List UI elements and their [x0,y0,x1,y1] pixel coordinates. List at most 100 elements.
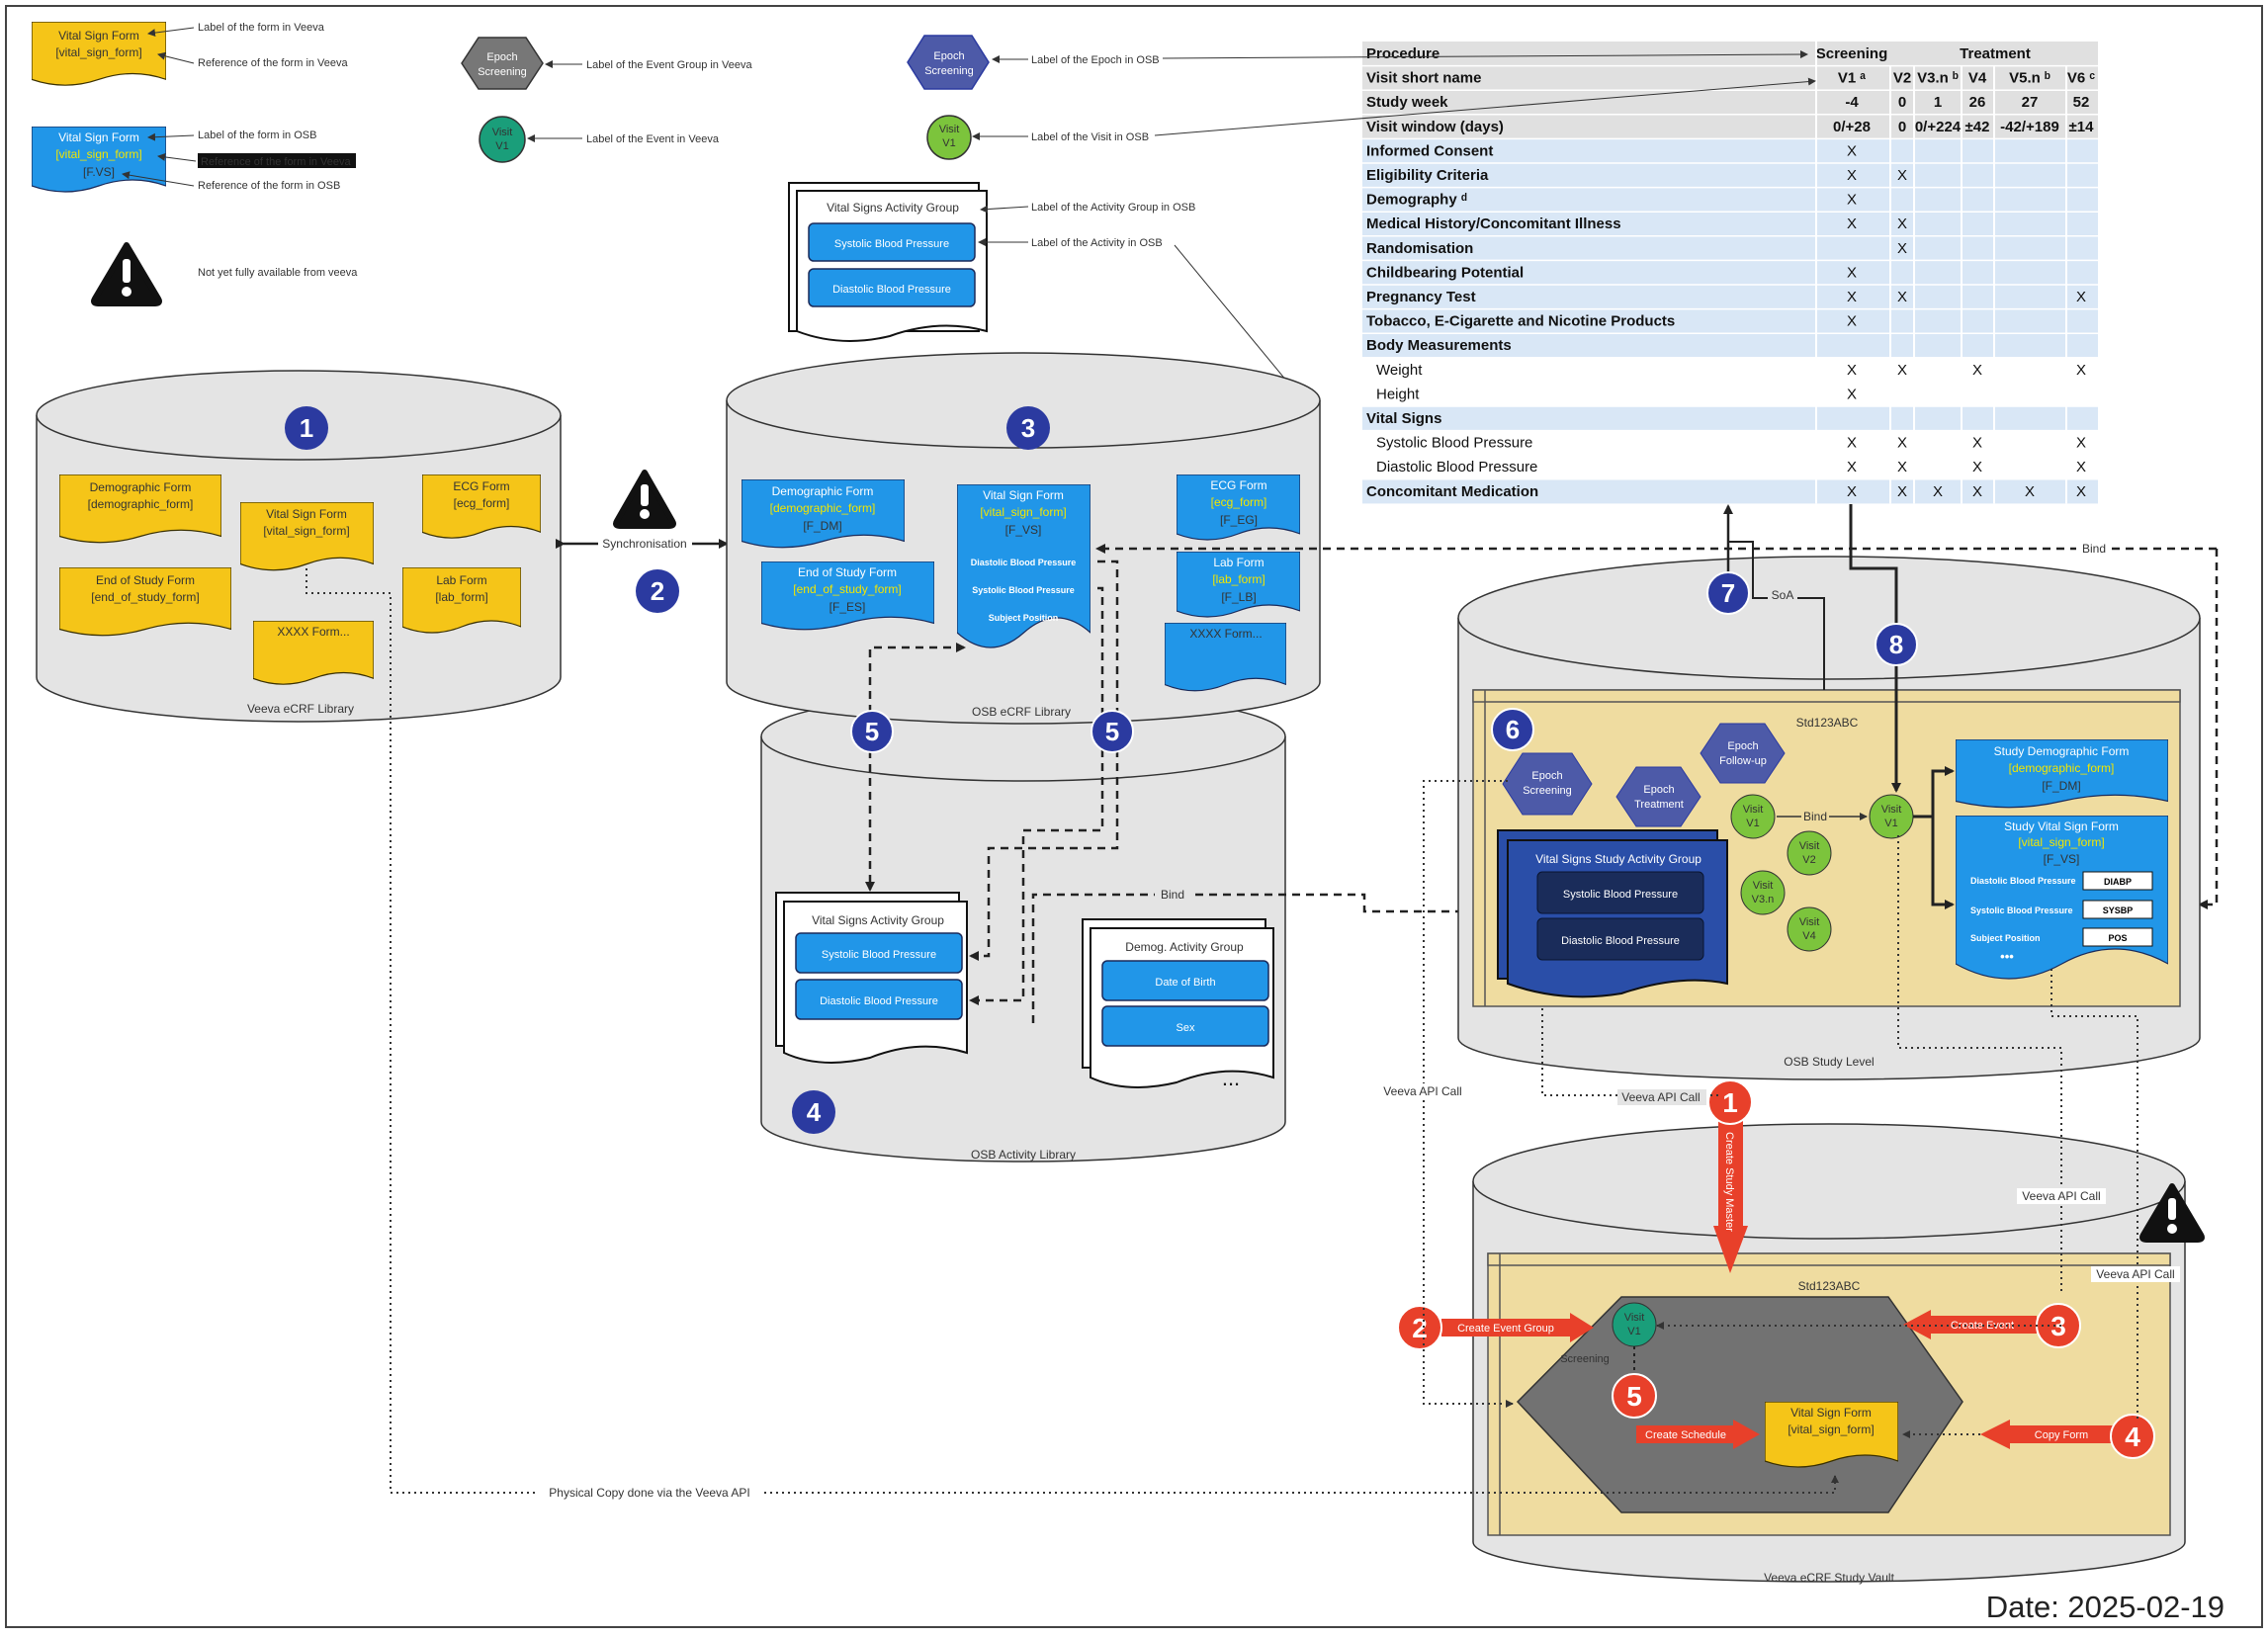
soa-row-label: Concomitant Medication [1366,483,1538,500]
osb-study-level-cylinder: OSB Study Level Std123ABC 6 Epoch Screen… [1457,504,2201,1080]
soa-row-label: Informed Consent [1366,142,1493,159]
soa-row [1362,455,2098,479]
soa-row-label: Weight [1376,362,1423,379]
svg-text:Demog. Activity Group: Demog. Activity Group [1125,940,1244,954]
soa-mark: X [1847,459,1857,475]
soa-row [1362,333,2098,358]
bind-label-1: Bind [1161,888,1184,902]
study-demographic-form: Study Demographic Form [1994,744,2130,758]
svg-text:4: 4 [2125,1422,2140,1452]
soa-row [1362,187,2098,213]
soa-mark: X [1897,362,1907,379]
soa-row-label: Tobacco, E-Cigarette and Nicotine Produc… [1366,313,1675,330]
veeva-lib-form-demographic: Demographic Form [90,480,192,494]
soa-mark: X [2076,362,2086,379]
soa-mark: X [2076,289,2086,305]
soa-mark: X [1897,240,1907,257]
svg-text:[F_DM]: [F_DM] [2042,779,2080,793]
soa-mark: X [1897,459,1907,475]
soa-row-label: Medical History/Concomitant Illness [1366,216,1621,232]
svg-text:Vital Signs Activity Group: Vital Signs Activity Group [827,201,959,215]
svg-text:[vital_sign_form]: [vital_sign_form] [980,505,1066,519]
soa-mark: X [1972,435,1982,452]
svg-text:Epoch: Epoch [486,51,517,63]
svg-text:Visit: Visit [1753,880,1774,892]
api-call-label-2: Veeva API Call [1621,1090,1700,1104]
legend-osb-epoch-desc: Label of the Epoch in OSB [1031,54,1160,66]
step-number-6: 6 [1506,715,1520,744]
soa-week-0: -4 [1845,94,1859,111]
veeva-lib-form-ecg: ECG Form [453,479,509,493]
veeva-lib-form-vital-sign: Vital Sign Form [266,507,347,521]
soa-label: SoA [1772,588,1794,602]
soa-week-4: 27 [2022,94,2039,111]
svg-text:5: 5 [1626,1381,1642,1412]
step-number-8: 8 [1889,630,1903,659]
legend-veeva-form-ref: [vital_sign_form] [55,45,141,59]
soa-mark: X [1933,483,1943,500]
legend-osb-form-code: [F.VS] [83,165,115,179]
svg-text:Subject Position: Subject Position [989,613,1059,623]
soa-row [1362,212,2098,236]
soa-mark: X [1847,192,1857,209]
api-call-label-1: Veeva API Call [1383,1084,1461,1098]
soa-window-0: 0/+28 [1833,119,1871,135]
legend-event-desc: Label of the Event in Veeva [586,133,720,145]
svg-text:Screening: Screening [924,65,974,77]
api-call-label-4: Veeva API Call [2096,1267,2174,1281]
step-copy-form: Copy Form [2035,1429,2088,1441]
step-number-7: 7 [1721,578,1735,608]
soa-mark: X [1847,313,1857,330]
soa-mark: X [2076,483,2086,500]
legend-warning-desc: Not yet fully available from veeva [198,267,358,279]
veeva-event-v1: Visit V1 [1612,1302,1657,1347]
svg-text:Diastolic Blood Pressure: Diastolic Blood Pressure [1970,876,2076,886]
synchronisation-connector: Synchronisation 2 [556,470,729,613]
soa-week-1: 0 [1898,94,1906,111]
legend-event-circle: Visit V1 [479,116,526,163]
soa-mark: X [1897,289,1907,305]
svg-text:[F_VS]: [F_VS] [1005,523,1042,537]
svg-text:[lab_form]: [lab_form] [435,590,487,604]
soa-row [1362,357,2098,383]
soa-mark: X [1847,142,1857,159]
osb-study-level-caption: OSB Study Level [1784,1055,1874,1069]
step-create-study-master: Create Study Master [1723,1132,1735,1232]
soa-row-label: Demography ᵈ [1366,192,1467,209]
svg-text:Treatment: Treatment [1634,799,1684,811]
svg-text:[F_EG]: [F_EG] [1220,513,1258,527]
legend-veeva-ref-desc: Reference of the form in Veeva [198,57,349,69]
soa-row [1362,163,2098,188]
veeva-library-caption: Veeva eCRF Library [247,702,354,716]
svg-text:...: ... [1222,1066,1240,1090]
svg-text:Diastolic Blood Pressure: Diastolic Blood Pressure [1561,935,1680,947]
soa-mark: X [1972,483,1982,500]
veeva-lib-form-lab: Lab Form [436,573,486,587]
osb-epoch-treatment: Epoch Treatment [1615,766,1701,827]
legend-osb-form-ref: [vital_sign_form] [55,147,141,161]
svg-text:V1: V1 [942,137,955,149]
legend-activity-group-desc: Label of the Activity Group in OSB [1031,202,1195,214]
svg-text:[ecg_form]: [ecg_form] [454,496,510,510]
svg-text:[demographic_form]: [demographic_form] [2009,761,2115,775]
soa-visit-0: V1 ᵃ [1838,70,1867,87]
soa-visit-5: V6 ᶜ [2067,70,2096,87]
step-number-5a: 5 [865,717,879,746]
soa-row-label: Vital Signs [1366,410,1441,427]
veeva-lib-form-end-of-study: End of Study Form [96,573,195,587]
soa-row [1362,406,2098,431]
step-number-1: 1 [300,413,313,443]
svg-text:[F_ES]: [F_ES] [829,600,866,614]
osb-visit-v4: Visit V4 [1787,906,1832,952]
osb-lib-form-demographic: Demographic Form [772,484,874,498]
svg-text:Visit: Visit [1881,804,1902,816]
bind-label-2: Bind [2082,542,2106,556]
warning-icon [613,470,676,529]
legend-osb-form-label: Vital Sign Form [58,130,139,144]
soa-row-label: Eligibility Criteria [1366,167,1489,184]
api-call-links [305,568,2138,1494]
step-number-3: 3 [1021,413,1035,443]
svg-text:Screening: Screening [478,66,527,78]
step-create-schedule: Create Schedule [1645,1429,1726,1441]
